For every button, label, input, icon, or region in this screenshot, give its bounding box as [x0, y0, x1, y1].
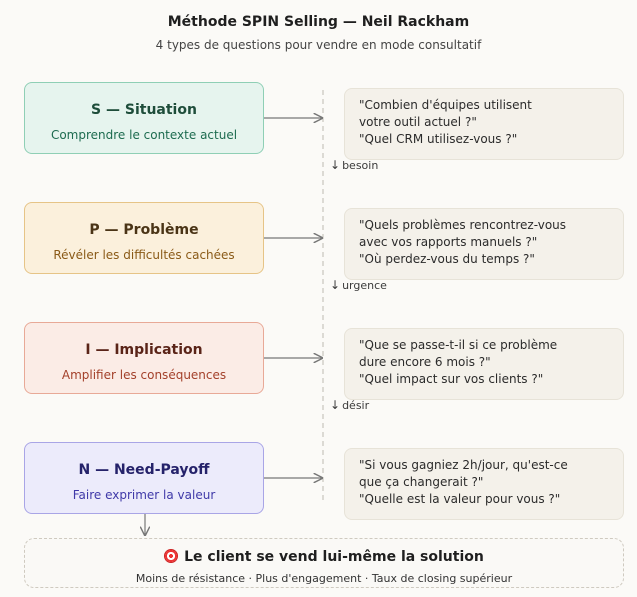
arrow-down-icon: ↓ — [330, 398, 341, 412]
diagram-subtitle: 4 types de questions pour vendre en mode… — [155, 38, 482, 52]
question-line: "Combien d'équipes utilisent — [359, 98, 532, 112]
stage-title: N — Need-Payoff — [78, 462, 210, 478]
example-questions-need-payoff: "Si vous gagniez 2h/jour, qu'est-ce que … — [344, 448, 624, 520]
diagram-title: Méthode SPIN Selling — Neil Rackham — [167, 14, 470, 30]
stage-implication: I — Implication Amplifier les conséquenc… — [24, 322, 264, 394]
stage-title: S — Situation — [91, 102, 197, 118]
stage-situation: S — Situation Comprendre le contexte act… — [24, 82, 264, 154]
question-line: "Si vous gagniez 2h/jour, qu'est-ce — [359, 458, 568, 472]
result-title-row: Le client se vend lui-même la solution — [25, 549, 623, 565]
connector-desir: ↓désir — [330, 398, 369, 412]
stage-description: Faire exprimer la valeur — [72, 488, 216, 502]
question-line: dure encore 6 mois ?" — [359, 355, 491, 369]
connector-besoin: ↓besoin — [330, 158, 378, 172]
stage-description: Amplifier les conséquences — [61, 368, 227, 382]
target-icon — [164, 549, 179, 563]
arrow-down-icon: ↓ — [330, 158, 341, 172]
example-questions-probleme: "Quels problèmes rencontrez-vous avec vo… — [344, 208, 624, 280]
question-line: "Que se passe-t-il si ce problème — [359, 338, 558, 352]
question-line: "Quel impact sur vos clients ?" — [359, 372, 544, 386]
connector-label: urgence — [342, 279, 387, 292]
connector-urgence: ↓urgence — [330, 278, 387, 292]
question-line: "Quel CRM utilisez-vous ?" — [359, 132, 518, 146]
arrow-down-icon: ↓ — [330, 278, 341, 292]
question-line: "Où perdez-vous du temps ?" — [359, 252, 535, 266]
stage-title: P — Problème — [89, 222, 199, 238]
question-line: "Quels problèmes rencontrez-vous — [359, 218, 567, 232]
stage-probleme: P — Problème Révéler les difficultés cac… — [24, 202, 264, 274]
question-line: que ça changerait ?" — [359, 475, 484, 489]
question-line: "Quelle est la valeur pour vous ?" — [359, 492, 561, 506]
result-box: Le client se vend lui-même la solution M… — [24, 538, 624, 588]
result-title: Le client se vend lui-même la solution — [184, 549, 484, 565]
stage-need-payoff: N — Need-Payoff Faire exprimer la valeur — [24, 442, 264, 514]
connector-label: désir — [342, 399, 370, 412]
connector-label: besoin — [342, 159, 379, 172]
example-questions-implication: "Que se passe-t-il si ce problème dure e… — [344, 328, 624, 400]
stage-title: I — Implication — [85, 342, 203, 358]
stage-description: Comprendre le contexte actuel — [50, 128, 238, 142]
question-line: votre outil actuel ?" — [359, 115, 477, 129]
stage-description: Révéler les difficultés cachées — [53, 248, 235, 262]
result-subtitle: Moins de résistance · Plus d'engagement … — [135, 572, 513, 585]
question-line: avec vos rapports manuels ?" — [359, 235, 538, 249]
example-questions-situation: "Combien d'équipes utilisent votre outil… — [344, 88, 624, 160]
